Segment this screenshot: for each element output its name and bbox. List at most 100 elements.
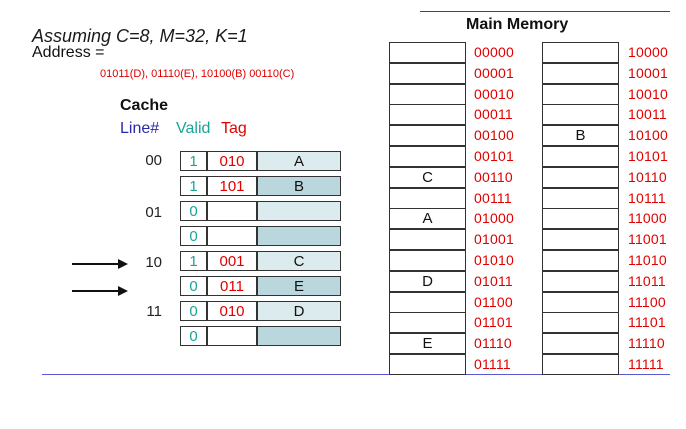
cache-valid-cell: 1	[180, 251, 207, 271]
memory-address: 01101	[474, 314, 513, 331]
cache-tag-cell: 101	[207, 176, 257, 196]
memory-block-cell	[542, 208, 619, 230]
memory-address: 00000	[474, 44, 514, 60]
memory-address: 01011	[474, 272, 513, 289]
cache-data-cell: A	[257, 151, 341, 171]
memory-address: 01100	[474, 293, 513, 310]
memory-address: 01001	[474, 231, 514, 248]
memory-block-cell	[542, 291, 619, 313]
memory-block-cell: B	[542, 125, 619, 147]
memory-address: 11001	[628, 231, 667, 248]
memory-address: 00110	[474, 168, 513, 185]
line-number: 00	[145, 152, 162, 169]
assumption-text: Assuming C=8, M=32, K=1	[32, 26, 248, 46]
main-memory-title: Main Memory	[466, 16, 569, 33]
memory-block-cell	[389, 42, 466, 63]
memory-block-cell	[389, 229, 466, 251]
memory-block-cell	[542, 62, 619, 84]
memory-block-cell	[542, 104, 619, 126]
memory-block-cell	[542, 83, 619, 105]
memory-block-cell	[389, 146, 466, 167]
arrow-line	[72, 263, 120, 265]
memory-address: 10000	[628, 44, 668, 60]
memory-address: 11010	[628, 252, 667, 268]
memory-address: 11111	[628, 356, 664, 372]
cache-tag-cell: 011	[207, 276, 257, 296]
memory-address: 00001	[474, 64, 514, 81]
line-number: 01	[145, 204, 162, 221]
memory-block-cell	[542, 270, 619, 292]
memory-block-cell	[389, 187, 466, 209]
memory-block-cell	[542, 312, 619, 334]
memory-block-cell: C	[389, 166, 466, 188]
address-sequence: 01011(D), 01110(E), 10100(B) 00110(C)	[100, 68, 295, 80]
address-label: Address =	[32, 44, 105, 61]
memory-address: 00010	[474, 85, 514, 102]
memory-address: 00111	[474, 189, 512, 206]
cache-valid-cell: 0	[180, 226, 207, 246]
memory-block-cell: E	[389, 333, 466, 355]
memory-top-rule	[420, 11, 670, 12]
memory-address: 10001	[628, 64, 668, 81]
memory-address: 10101	[628, 148, 668, 164]
memory-block-cell: A	[389, 208, 466, 230]
line-number: 10	[145, 254, 162, 271]
memory-address: 10010	[628, 85, 668, 102]
memory-block-cell	[542, 166, 619, 188]
arrow-line	[72, 290, 120, 292]
memory-block-cell	[389, 250, 466, 271]
cache-valid-cell: 1	[180, 176, 207, 196]
memory-address: 11000	[628, 210, 667, 227]
cache-tag-cell: 010	[207, 301, 257, 321]
cache-tag-cell: 010	[207, 151, 257, 171]
cache-valid-cell: 0	[180, 301, 207, 321]
line-number: 11	[146, 303, 162, 320]
memory-block-cell	[542, 42, 619, 63]
cache-valid-cell: 0	[180, 326, 207, 346]
cache-data-cell	[257, 201, 341, 221]
cache-tag-cell: 001	[207, 251, 257, 271]
memory-address: 00100	[474, 127, 514, 144]
memory-block-cell	[389, 83, 466, 105]
cache-tag-cell	[207, 326, 257, 346]
horizontal-rule	[42, 374, 670, 376]
cache-title: Cache	[120, 97, 169, 114]
memory-block-cell	[389, 104, 466, 126]
cache-tag-cell	[207, 201, 257, 221]
cache-data-cell: D	[257, 301, 341, 321]
memory-address: 11110	[628, 335, 665, 352]
memory-address: 01110	[474, 335, 512, 352]
cache-data-cell: B	[257, 176, 341, 196]
memory-block-cell	[542, 187, 619, 209]
memory-address: 00011	[474, 106, 513, 123]
memory-address: 10011	[628, 106, 667, 123]
valid-column-header: Valid	[176, 120, 211, 137]
line-column-header: Line#	[120, 120, 160, 137]
tag-column-header: Tag	[221, 120, 247, 137]
memory-address: 11101	[628, 314, 666, 331]
memory-block-cell	[389, 354, 466, 375]
cache-valid-cell: 1	[180, 151, 207, 171]
cache-valid-cell: 0	[180, 201, 207, 221]
memory-block-cell	[542, 333, 619, 355]
cache-valid-cell: 0	[180, 276, 207, 296]
memory-block-cell	[542, 229, 619, 251]
memory-address: 10100	[628, 127, 668, 144]
memory-address: 11100	[628, 293, 666, 310]
memory-address: 01010	[474, 252, 514, 268]
memory-address: 10110	[628, 168, 667, 185]
memory-address: 00101	[474, 148, 514, 164]
memory-block-cell	[389, 291, 466, 313]
memory-block-cell	[542, 146, 619, 167]
cache-data-cell: C	[257, 251, 341, 271]
cache-data-cell	[257, 226, 341, 246]
cache-data-cell: E	[257, 276, 341, 296]
memory-block-cell: D	[389, 270, 466, 292]
memory-block-cell	[389, 312, 466, 334]
cache-data-cell	[257, 326, 341, 346]
memory-address: 01000	[474, 210, 514, 227]
arrow-right-icon	[118, 259, 128, 269]
arrow-right-icon	[118, 286, 128, 296]
cache-tag-cell	[207, 226, 257, 246]
memory-block-cell	[389, 125, 466, 147]
